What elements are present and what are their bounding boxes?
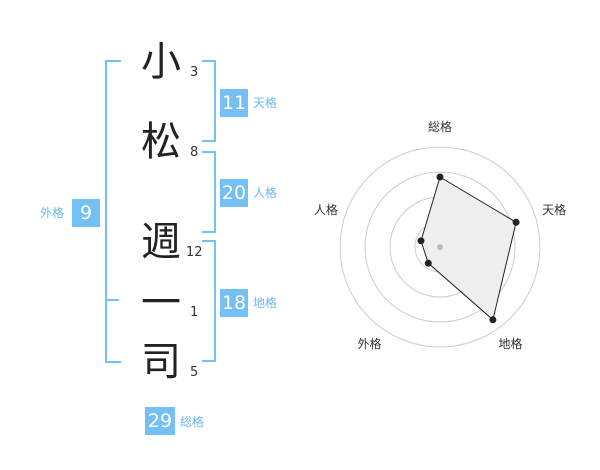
radar-axis-label-3: 地格 xyxy=(499,336,523,351)
name-char-4: 一 xyxy=(141,280,181,326)
chikaku-label: 地格 xyxy=(253,296,278,310)
name-char-1: 小 xyxy=(141,39,181,85)
gaikaku-value: 9 xyxy=(72,199,100,227)
name-char-3: 週 xyxy=(141,219,181,265)
radar-axis-label-5: 人格 xyxy=(314,202,338,217)
radar-axis-label-4: 外格 xyxy=(357,336,381,351)
radar-axis-label-1: 総格 xyxy=(428,119,452,134)
chikaku-value: 18 xyxy=(220,289,248,317)
name-char-5: 司 xyxy=(141,339,181,385)
gaikaku-label: 外格 xyxy=(40,206,65,220)
jinkaku-value: 20 xyxy=(220,179,248,207)
tenkaku-bracket xyxy=(202,60,216,142)
radar-center-dot xyxy=(437,244,443,250)
soukaku-label: 総格 xyxy=(180,415,205,429)
radar-axis-label-2: 天格 xyxy=(542,202,566,217)
gaikaku-bracket-tick xyxy=(105,299,119,301)
gaikaku-bracket xyxy=(105,60,121,363)
tenkaku-label: 天格 xyxy=(253,96,278,110)
radar-polygon xyxy=(420,176,517,321)
radar-point-2 xyxy=(512,218,520,226)
jinkaku-bracket xyxy=(202,151,216,233)
stroke-count-4: 1 xyxy=(190,305,199,320)
name-char-2: 松 xyxy=(141,119,181,165)
radar-point-1 xyxy=(436,173,444,181)
tenkaku-value: 11 xyxy=(220,89,248,117)
stroke-count-3: 12 xyxy=(186,245,203,260)
radar-point-3 xyxy=(489,316,497,324)
jinkaku-label: 人格 xyxy=(253,186,278,200)
radar-ring-3 xyxy=(364,171,516,323)
stroke-count-5: 5 xyxy=(190,365,199,380)
stroke-count-2: 8 xyxy=(190,145,199,160)
soukaku-value: 29 xyxy=(145,407,175,435)
radar-ring-4 xyxy=(339,146,541,348)
radar-point-5 xyxy=(417,237,425,245)
stroke-count-1: 3 xyxy=(190,65,199,80)
radar-point-4 xyxy=(424,259,432,267)
chikaku-bracket xyxy=(202,240,216,362)
